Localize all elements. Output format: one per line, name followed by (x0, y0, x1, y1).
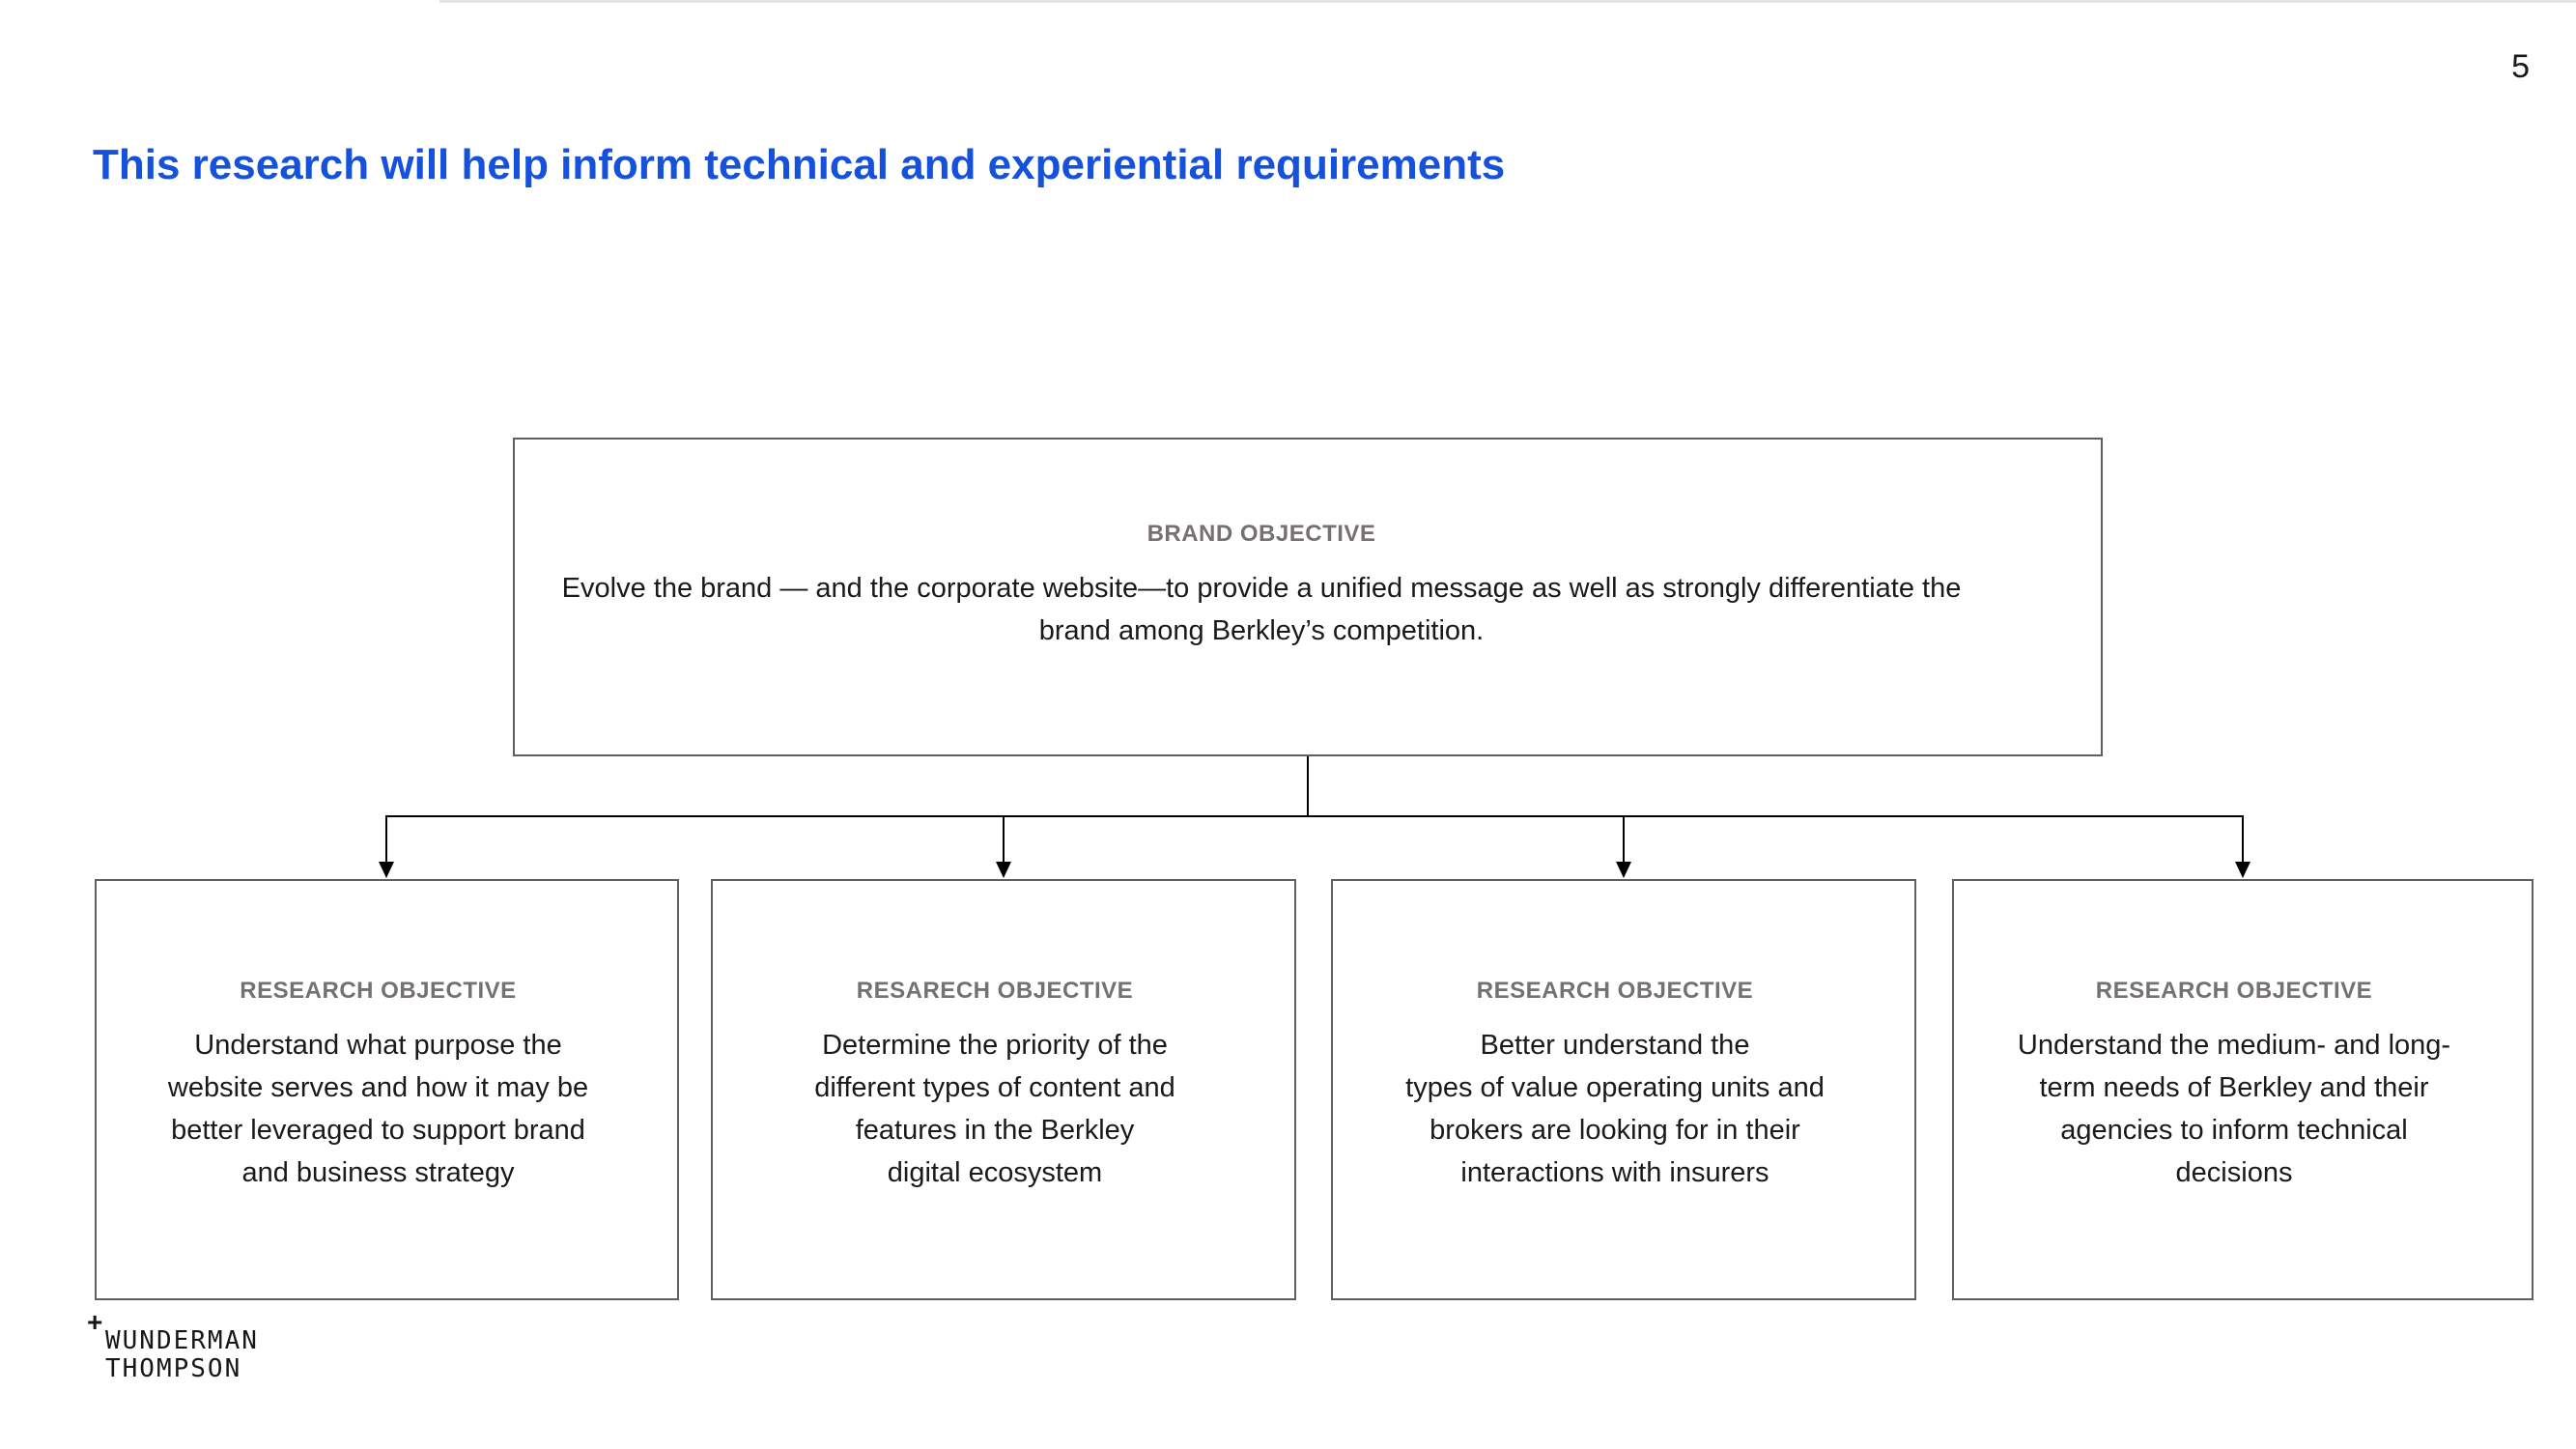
logo-wordmark: WUNDERMAN THOMPSON (105, 1326, 259, 1383)
box-text: Determine the priority of the different … (814, 1030, 1175, 1188)
page-number: 5 (2511, 48, 2530, 85)
research-objective-box-2: RESARECH OBJECTIVE Determine the priorit… (711, 879, 1296, 1300)
research-objective-box-3: RESEARCH OBJECTIVE Better understand the… (1331, 879, 1916, 1300)
box-text: Understand the medium- and long- term ne… (2017, 1030, 2451, 1188)
plus-icon: + (87, 1307, 103, 1337)
research-objective-box-4: RESEARCH OBJECTIVE Understand the medium… (1952, 879, 2534, 1300)
research-objective-box-1: RESEARCH OBJECTIVE Understand what purpo… (95, 879, 679, 1300)
wunderman-thompson-logo: + WUNDERMAN THOMPSON (87, 1306, 259, 1383)
box-text: Better understand the types of value ope… (1405, 1030, 1825, 1188)
box-label: RESARECH OBJECTIVE (856, 978, 1134, 1004)
box-label: RESEARCH OBJECTIVE (240, 978, 517, 1004)
top-divider-line (439, 0, 2576, 3)
box-text: Understand what purpose the website serv… (167, 1030, 589, 1188)
brand-objective-box: BRAND OBJECTIVE Evolve the brand — and t… (513, 438, 2103, 756)
slide-title: This research will help inform technical… (93, 141, 1506, 188)
box-text: Evolve the brand — and the corporate web… (561, 573, 1962, 646)
arrow-down-icon (2235, 862, 2250, 878)
box-label: RESEARCH OBJECTIVE (2095, 978, 2373, 1004)
box-label: BRAND OBJECTIVE (1146, 521, 1376, 547)
box-label: RESEARCH OBJECTIVE (1476, 978, 1754, 1004)
arrow-down-icon (379, 862, 394, 878)
arrow-down-icon (1616, 862, 1631, 878)
arrow-down-icon (996, 862, 1011, 878)
